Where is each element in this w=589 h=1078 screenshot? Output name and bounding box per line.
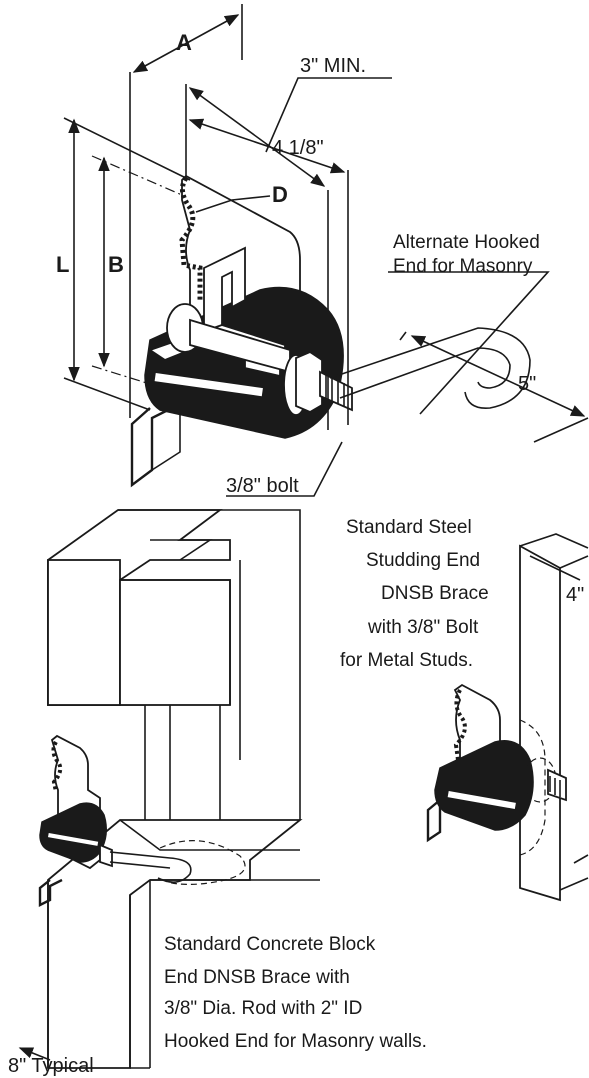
dim-a-label: A [176,30,192,55]
steel-stud-detail: Standard Steel Studding End DNSB Brace w… [340,517,589,902]
dim-l-label: L [56,252,69,277]
metal-stud-plate [519,544,561,902]
steel-line4: with 3/8" Bolt [367,617,479,638]
concrete-block-wall: 8" Typical Standard Concrete Block End D… [8,509,427,1077]
steel-line1: Standard Steel [346,517,472,538]
dim-4-label: 4" [566,584,584,606]
steel-line5: for Metal Studs. [340,650,473,671]
brace-assembly-detail: A 3" MIN. 4 1/8" D L B 5" Alternate Hook… [56,4,589,497]
dim-5-label: 5" [518,373,536,395]
dim-3-min-label: 3" MIN. [300,55,366,77]
alt-hooked-line2: End for Masonry [393,256,533,277]
bolt-callout: 3/8" bolt [226,475,299,497]
steel-line2: Studding End [366,550,480,571]
j-hook-rod-top [329,327,531,409]
alt-hooked-line1: Alternate Hooked [393,232,540,253]
concrete-line1: Standard Concrete Block [164,934,376,955]
nut [295,350,323,414]
dim-b-label: B [108,252,124,277]
concrete-line2: End DNSB Brace with [164,967,350,988]
z-bracket [130,403,179,488]
dim-4-1-8-label: 4 1/8" [272,137,324,159]
concrete-line3: 3/8" Dia. Rod with 2" ID [164,998,362,1019]
steel-line3: DNSB Brace [381,583,489,604]
dim-d-label: D [272,182,288,207]
dim-8-typical-label: 8" Typical [8,1055,94,1077]
concrete-line4: Hooked End for Masonry walls. [164,1031,427,1052]
